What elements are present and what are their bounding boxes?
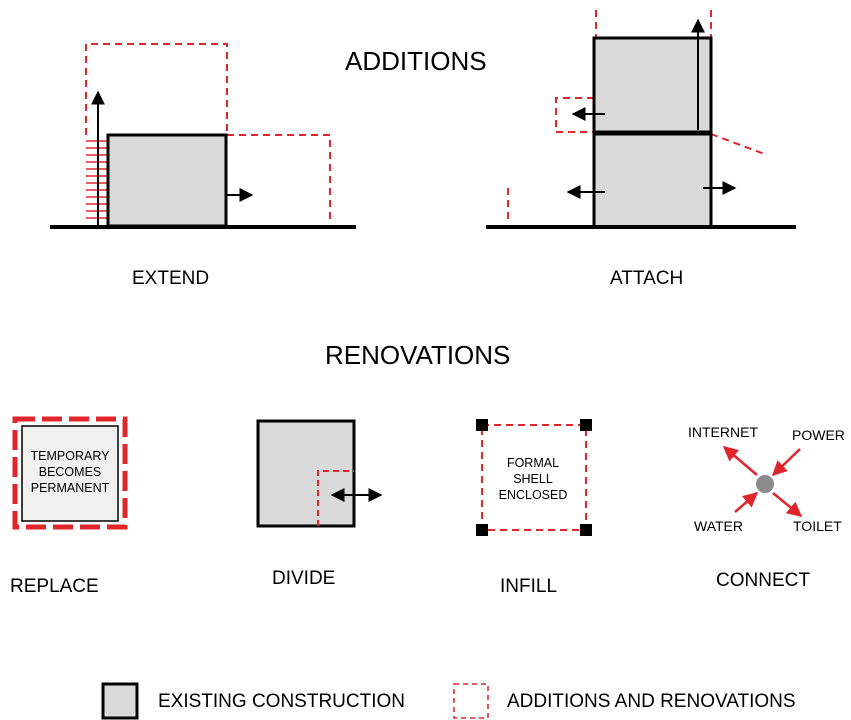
connect-power-arrow	[771, 448, 801, 477]
extend-vertical-addition-outline	[85, 43, 228, 135]
additions-heading: ADDITIONS	[345, 46, 487, 76]
legend-existing-swatch	[101, 682, 139, 720]
infill-column-top-right	[580, 419, 592, 431]
replace-dashed-frame	[12, 416, 128, 530]
infill-column-top-left	[476, 419, 488, 431]
connect-toilet-label: TOILET	[793, 518, 842, 534]
divide-existing-box	[256, 419, 356, 528]
infill-column-bottom-left	[476, 524, 488, 536]
infill-diagram: FORMAL SHELL ENCLOSED	[476, 419, 592, 536]
extend-horizontal-addition-outline	[227, 134, 331, 224]
infill-text-line-3: ENCLOSED	[499, 488, 568, 502]
connect-label: CONNECT	[716, 570, 810, 591]
infill-column-bottom-right	[580, 524, 592, 536]
infill-label: INFILL	[500, 576, 557, 597]
replace-text-line-3: PERMANENT	[31, 481, 110, 495]
renovations-heading: RENOVATIONS	[325, 340, 510, 370]
replace-text-line-2: BECOMES	[39, 465, 102, 479]
connect-diagram: INTERNET POWER WATER TOILET	[688, 424, 845, 534]
attach-side-addition-outline	[555, 97, 594, 133]
attach-roof-extension-dash	[710, 133, 768, 156]
infill-dashed-shell	[481, 424, 587, 531]
connect-internet-label: INTERNET	[688, 424, 758, 440]
infill-text-line-2: SHELL	[513, 472, 553, 486]
replace-inner-box	[21, 425, 119, 522]
attach-label: ATTACH	[610, 268, 683, 289]
extend-diagram	[50, 43, 356, 229]
extend-existing-building	[106, 133, 228, 228]
divide-label: DIVIDE	[272, 568, 335, 589]
attach-upper-storey	[592, 36, 713, 135]
attach-lower-storey	[592, 131, 713, 229]
connect-hub-node	[756, 475, 774, 493]
replace-diagram: TEMPORARY BECOMES PERMANENT	[12, 416, 128, 530]
connect-internet-arrow	[722, 446, 758, 476]
attach-diagram	[486, 10, 796, 229]
connect-toilet-arrow	[772, 492, 803, 517]
connect-water-arrow	[734, 492, 759, 513]
legend: EXISTING CONSTRUCTION ADDITIONS AND RENO…	[101, 682, 796, 720]
connect-power-label: POWER	[792, 427, 845, 443]
infill-text-line-1: FORMAL	[507, 456, 559, 470]
replace-label: REPLACE	[10, 576, 99, 597]
connect-water-label: WATER	[694, 518, 743, 534]
divide-partition-dash	[317, 470, 354, 526]
legend-additions-label: ADDITIONS AND RENOVATIONS	[507, 691, 796, 712]
legend-existing-label: EXISTING CONSTRUCTION	[158, 691, 405, 712]
divide-diagram	[256, 419, 383, 528]
legend-additions-swatch	[453, 683, 489, 719]
extend-label: EXTEND	[132, 268, 209, 289]
replace-text-line-1: TEMPORARY	[31, 449, 111, 463]
